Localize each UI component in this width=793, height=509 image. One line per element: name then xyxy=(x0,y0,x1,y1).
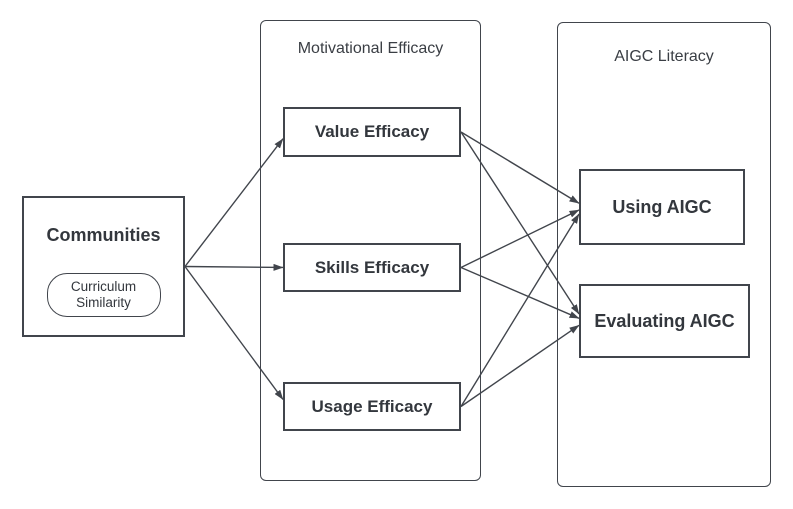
usage-efficacy-label: Usage Efficacy xyxy=(311,396,433,416)
communities-box: Communities Curriculum Similarity xyxy=(22,196,185,337)
using-aigc-label: Using AIGC xyxy=(612,196,712,217)
evaluating-aigc-box: Evaluating AIGC xyxy=(579,284,750,358)
motivational-efficacy-title: Motivational Efficacy xyxy=(297,40,444,57)
communities-label: Communities xyxy=(46,225,161,245)
value-efficacy-box: Value Efficacy xyxy=(283,107,461,157)
evaluating-aigc-label: Evaluating AIGC xyxy=(594,310,735,331)
skills-efficacy-label: Skills Efficacy xyxy=(314,257,430,277)
using-aigc-box: Using AIGC xyxy=(579,169,745,245)
skills-efficacy-box: Skills Efficacy xyxy=(283,243,461,292)
aigc-literacy-title: AIGC Literacy xyxy=(614,48,714,65)
motivational-efficacy-group: Motivational Efficacy Value Efficacy Ski… xyxy=(260,20,481,481)
aigc-literacy-group: AIGC Literacy Using AIGC Evaluating AIGC xyxy=(557,22,771,487)
value-efficacy-label: Value Efficacy xyxy=(314,122,430,141)
curriculum-similarity-label: Curriculum Similarity xyxy=(70,278,137,310)
curriculum-similarity-pill: Curriculum Similarity xyxy=(46,273,161,317)
usage-efficacy-box: Usage Efficacy xyxy=(283,382,461,431)
